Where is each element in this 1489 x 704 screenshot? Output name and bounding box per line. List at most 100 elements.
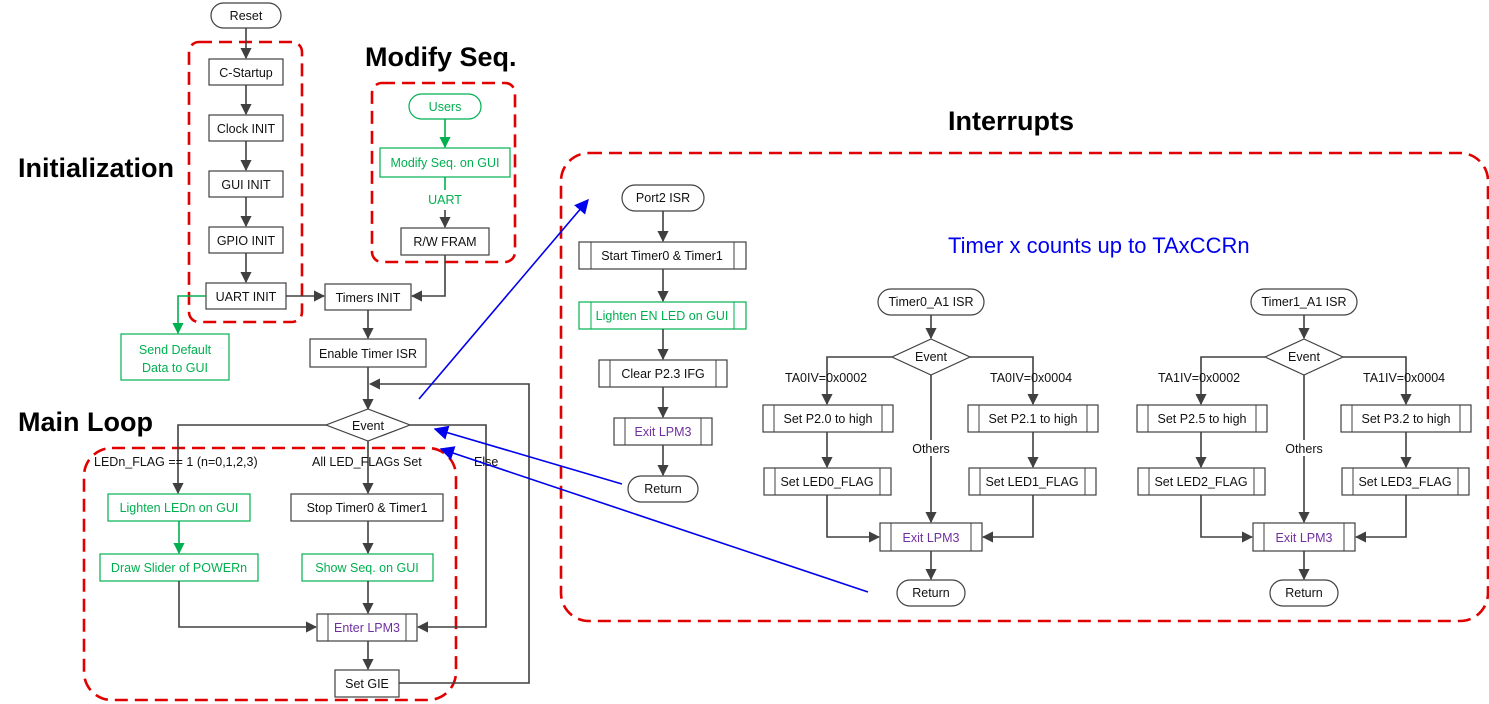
timer0-event-label: Event [915, 350, 947, 364]
timer1-event-label: Event [1288, 350, 1320, 364]
timer1-isr-label: Timer1_A1 ISR [1262, 295, 1347, 309]
initialization-heading: Initialization [18, 153, 174, 183]
port2-isr-label: Port2 ISR [636, 191, 690, 205]
timer0-others-bg [908, 440, 954, 456]
gpio-init-label: GPIO INIT [217, 234, 276, 248]
timer0-set-left-box [762, 404, 894, 433]
enable-timer-isr-box [309, 338, 427, 368]
timer1-set-right-label: Set P3.2 to high [1362, 412, 1451, 426]
rw-fram-box [400, 227, 490, 256]
timer1-left-condition: TA1IV=0x0002 [1158, 371, 1240, 385]
arrow-timer0-flagright-exit [981, 495, 1034, 543]
timer0-flag-right-label: Set LED1_FLAG [985, 475, 1078, 489]
modify-seq-heading: Modify Seq. [365, 42, 517, 72]
timer1-right-condition: TA1IV=0x0004 [1363, 371, 1445, 385]
timer0-flag-left-label: Set LED0_FLAG [780, 475, 873, 489]
timer0-set-left-label: Set P2.0 to high [784, 412, 873, 426]
send-default-box [120, 333, 230, 381]
clear-ifg-box [598, 359, 728, 388]
port2-return-arrow [433, 425, 623, 485]
timer0-isr-label: Timer0_A1 ISR [889, 295, 974, 309]
modify-seq-on-gui-box [379, 147, 511, 178]
timer1-flag-right-label: Set LED3_FLAG [1358, 475, 1451, 489]
interrupts-group [559, 151, 1489, 623]
timer1-set-right-box [1340, 404, 1472, 433]
lighten-ledn-label: Lighten LEDn on GUI [120, 501, 239, 515]
all-flags-condition: All LED_FLAGs Set [312, 455, 422, 469]
arrow-uart-senddefault [172, 295, 206, 335]
arrow-timer1-flagright-exit [1354, 495, 1407, 543]
timer1-return-terminator [1269, 579, 1339, 607]
show-seq-label: Show Seq. on GUI [315, 561, 419, 575]
interrupt-arrow-to-port2 [418, 198, 589, 400]
lighten-en-label: Lighten EN LED on GUI [596, 309, 729, 323]
arrow-gie-loop-back [368, 378, 530, 684]
timer0-exit-lpm3-label: Exit LPM3 [903, 531, 960, 545]
timer1-set-left-label: Set P2.5 to high [1158, 412, 1247, 426]
reset-label: Reset [230, 9, 263, 23]
arrow-event-else [410, 424, 487, 633]
arrow-timer0-flagleft-exit [826, 495, 881, 543]
enter-lpm3-label: Enter LPM3 [334, 621, 400, 635]
port2-return-terminator [627, 475, 699, 503]
timer1-flag-left-label: Set LED2_FLAG [1154, 475, 1247, 489]
set-gie-box [334, 669, 400, 698]
arrow-timer0-left [821, 356, 892, 406]
timer0-left-condition: TA0IV=0x0002 [785, 371, 867, 385]
set-gie-label: Set GIE [345, 677, 389, 691]
arrow-timer0-right [970, 356, 1039, 406]
arrow-fram-timers [410, 255, 446, 302]
c-startup-label: C-Startup [219, 66, 273, 80]
arrow-timer1-right [1343, 356, 1412, 406]
start-timers-label: Start Timer0 & Timer1 [601, 249, 723, 263]
uart-init-label: UART INIT [216, 290, 277, 304]
arrow-draw-enter [178, 581, 318, 633]
stop-timers-box [290, 493, 444, 522]
enable-timer-isr-label: Enable Timer ISR [319, 347, 417, 361]
timer1-return-label: Return [1285, 586, 1323, 600]
draw-slider-label: Draw Slider of POWERn [111, 561, 247, 575]
enter-lpm3-box [316, 613, 418, 642]
clock-init-label: Clock INIT [217, 122, 276, 136]
arrow-event-ledn [172, 424, 326, 495]
timer0-return-label: Return [912, 586, 950, 600]
timer1-set-left-box [1136, 404, 1268, 433]
show-seq-box [301, 553, 434, 582]
main-loop-heading: Main Loop [18, 407, 153, 437]
timers-init-box [324, 283, 412, 311]
uart-init-box [205, 282, 287, 310]
timers-init-label: Timers INIT [336, 291, 401, 305]
clock-init-box [208, 114, 284, 142]
gpio-init-box [208, 226, 284, 254]
timer0-flag-right-box [968, 467, 1097, 496]
port2-exit-lpm3-label: Exit LPM3 [635, 425, 692, 439]
stop-timers-label: Stop Timer0 & Timer1 [307, 501, 428, 515]
lighten-ledn-box [107, 493, 251, 522]
timer1-flag-right-box [1341, 467, 1470, 496]
draw-slider-box [99, 553, 259, 582]
main-event-label: Event [352, 419, 384, 433]
timer1-exit-lpm3-label: Exit LPM3 [1276, 531, 1333, 545]
timer0-set-right-box [967, 404, 1099, 433]
arrow-timer1-flagleft-exit [1200, 495, 1254, 543]
c-startup-box [208, 58, 284, 86]
gui-init-label: GUI INIT [221, 178, 271, 192]
send-default-label-line2: Data to GUI [142, 361, 208, 375]
send-default-label-line1: Send Default [139, 343, 212, 357]
modify-seq-on-gui-label: Modify Seq. on GUI [390, 156, 499, 170]
ledn-flag-condition: LEDn_FLAG == 1 (n=0,1,2,3) [94, 455, 258, 469]
timer-note: Timer x counts up to TAxCCRn [948, 233, 1250, 258]
timer-return-arrow [439, 446, 869, 593]
timer0-others-label: Others [912, 442, 950, 456]
timer1-flag-left-box [1137, 467, 1266, 496]
modify-seq-group [370, 81, 517, 264]
arrow-timer1-left [1195, 356, 1265, 406]
timer1-others-label: Others [1285, 442, 1323, 456]
timer0-set-right-label: Set P2.1 to high [989, 412, 1078, 426]
timer0-right-condition: TA0IV=0x0004 [990, 371, 1072, 385]
interrupts-heading: Interrupts [948, 106, 1074, 136]
uart-connector-label: UART [428, 193, 462, 207]
rw-fram-label: R/W FRAM [413, 235, 476, 249]
port2-return-label: Return [644, 482, 682, 496]
start-timers-box [578, 241, 747, 270]
